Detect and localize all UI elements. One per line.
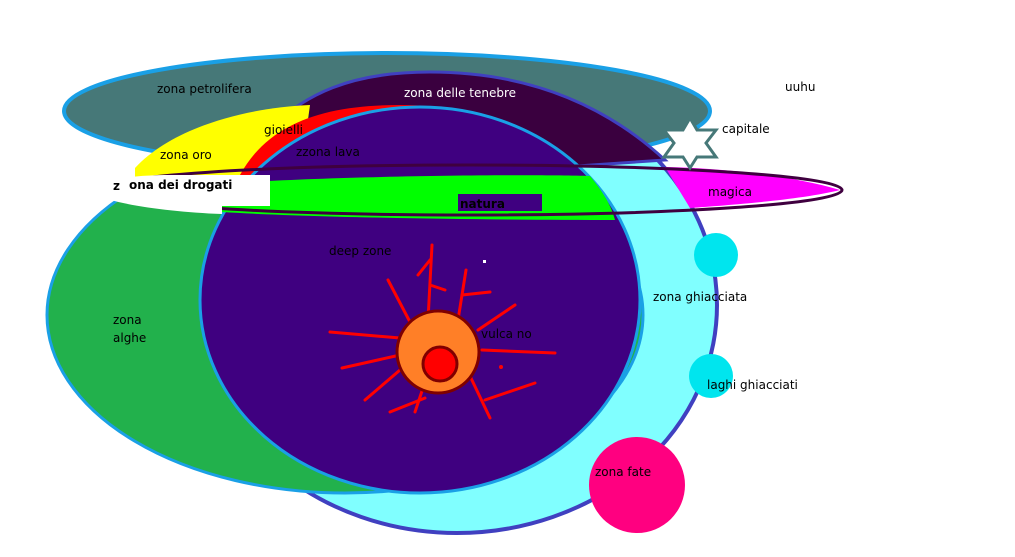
label-alghe-line1: zona xyxy=(113,313,142,327)
capitale-star-icon xyxy=(660,115,720,171)
label-alghe-line2: alghe xyxy=(113,331,146,345)
label-zona-petrolifera: zona petrolifera xyxy=(157,82,252,96)
label-zona-drogati: ona dei drogati xyxy=(129,178,232,192)
label-magica: magica xyxy=(708,185,752,199)
label-deep-zone: deep zone xyxy=(329,244,391,258)
label-gioielli: gioielli xyxy=(264,123,303,137)
vulcano-rays xyxy=(328,243,557,420)
zona-drogati-region xyxy=(95,175,270,214)
label-zona-ghiacciata: zona ghiacciata xyxy=(653,290,747,304)
white-dot xyxy=(483,260,486,263)
label-uuhu: uuhu xyxy=(785,80,815,94)
zona-fate-region xyxy=(589,437,685,533)
vulcano-crater xyxy=(421,345,459,383)
magica-region xyxy=(665,167,840,208)
label-zona-fate: zona fate xyxy=(595,465,651,479)
label-natura: natura xyxy=(460,197,505,211)
ice-lake-bottom xyxy=(689,354,733,398)
label-zona-lava: zzona lava xyxy=(296,145,360,159)
label-capitale: capitale xyxy=(722,122,770,136)
label-laghi-ghiacciati: laghi ghiacciati xyxy=(707,378,798,392)
label-vulcano: vulca no xyxy=(481,327,532,341)
ice-lake-top xyxy=(694,233,738,277)
natura-label-box xyxy=(458,194,542,211)
label-zona-oro: zona oro xyxy=(160,148,212,162)
label-drogati-z: z xyxy=(113,179,120,193)
ember-dot xyxy=(499,365,503,369)
label-zona-tenebre: zona delle tenebre xyxy=(404,86,516,100)
